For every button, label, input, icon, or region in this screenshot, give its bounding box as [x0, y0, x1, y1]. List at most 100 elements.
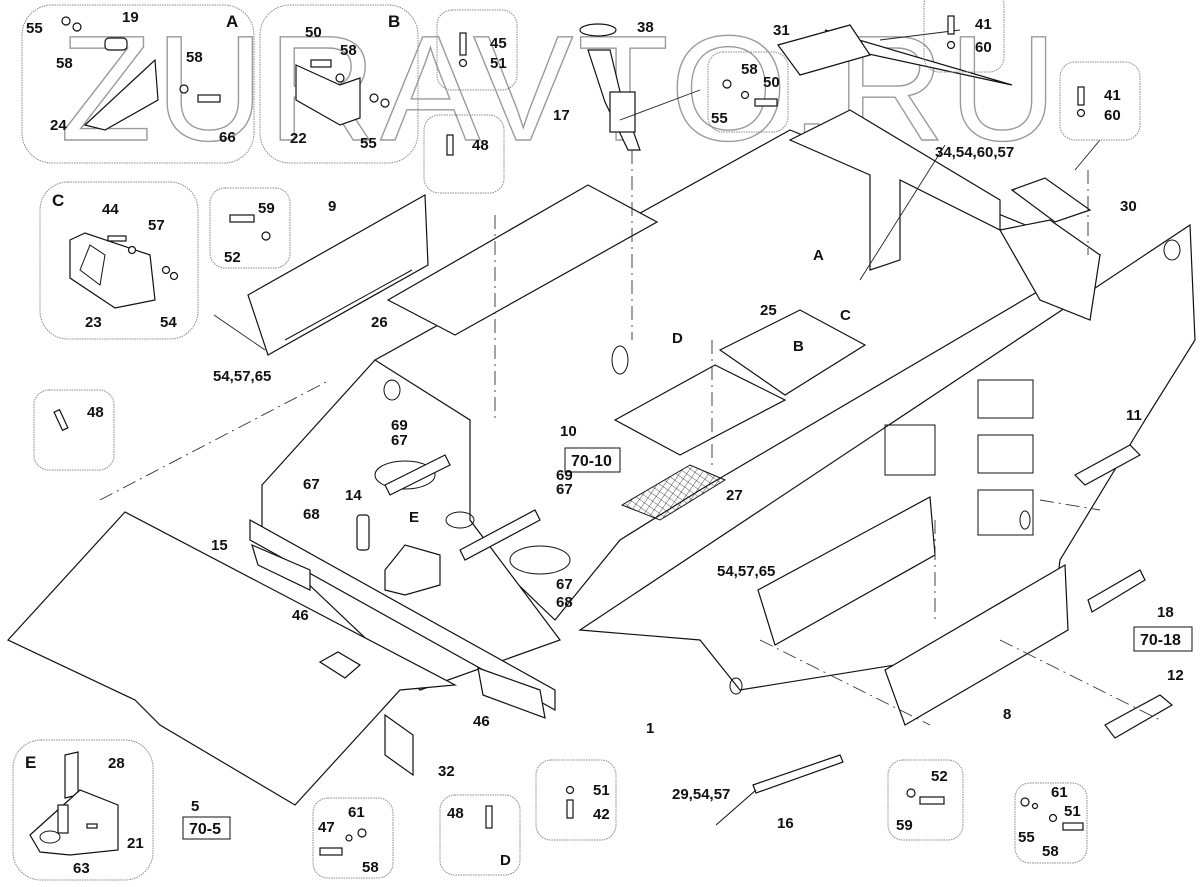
part-label: 46 [473, 713, 490, 730]
page-ref-label: 70-10 [571, 453, 612, 470]
bolt-52 [919, 796, 945, 805]
bolt-47 [319, 847, 343, 856]
washer-58 [1048, 813, 1058, 823]
page-ref-70-5[interactable]: 70-5 [182, 816, 231, 840]
part-label: 14 [345, 487, 362, 504]
side-opening [977, 379, 1034, 419]
bracket-24 [83, 58, 159, 131]
callout-frame [209, 187, 291, 269]
frame-hole [1019, 510, 1031, 530]
bolt-45 [459, 32, 467, 56]
floor-mat-5 [7, 511, 458, 806]
dash-line [1039, 499, 1101, 511]
part-label: 51 [593, 782, 610, 799]
floor-plate-25 [718, 309, 867, 396]
detail-view-b: B 50 58 22 55 [259, 4, 419, 164]
washer-61 [1031, 802, 1039, 810]
bracket-23 [69, 232, 156, 309]
bracket-22 [295, 64, 361, 126]
leader-line [619, 89, 701, 121]
detail-marker: C [840, 307, 851, 324]
callout-frame [21, 4, 255, 164]
side-opening [977, 489, 1034, 536]
clamp-38 [579, 23, 617, 37]
bolt-48 [53, 408, 69, 432]
part-label: 68 [303, 506, 320, 523]
washer-60 [1076, 108, 1086, 118]
detail-view-e: E 28 21 63 [12, 739, 154, 881]
bolt-48 [485, 805, 493, 829]
part-label: 34,54,60,57 [935, 144, 1014, 161]
step-11 [1074, 444, 1141, 486]
hardware-callout-47-61-58: 61 47 58 [312, 797, 394, 879]
part-label: 25 [760, 302, 777, 319]
page-ref-box [1133, 626, 1193, 652]
part-label: 29,54,57 [672, 786, 730, 803]
leader-line [859, 144, 946, 281]
leader-line [213, 314, 266, 351]
bolt-66 [197, 94, 221, 103]
bolt-50 [310, 59, 332, 68]
floor-plate-10 [613, 364, 787, 456]
frame-tower [788, 109, 1001, 271]
main-frame [249, 109, 1196, 719]
leader-line [1074, 139, 1101, 171]
washer-61 [345, 834, 353, 842]
bracket-15 [251, 543, 311, 591]
loose-panels [7, 23, 1174, 826]
rod-16 [752, 754, 844, 794]
pin-21 [86, 823, 98, 829]
page-ref-70-10[interactable]: 70-10 [564, 447, 621, 473]
hardware-callout-45-51: 45 51 [436, 9, 518, 91]
frame-hole [611, 345, 629, 375]
detail-letter: A [226, 12, 238, 31]
part-label: 48 [447, 805, 464, 822]
dash-line [999, 639, 1161, 721]
washer-57 [161, 265, 171, 275]
detail-view-c: C 44 57 23 54 [39, 181, 199, 340]
dash-line [759, 639, 931, 726]
part-label: 38 [637, 19, 654, 36]
callout-frame [12, 739, 154, 881]
frame-crossbar [384, 454, 451, 496]
part-label: 57 [148, 217, 165, 234]
part-label: 28 [108, 755, 125, 772]
callout-frame [923, 0, 1005, 73]
frame-flange-hole [509, 545, 571, 575]
part-label: 55 [360, 135, 377, 152]
washer-58 [740, 90, 750, 100]
part-label: 47 [318, 819, 335, 836]
washer-59 [906, 788, 916, 798]
side-opening [884, 424, 936, 476]
bolt-44 [107, 235, 127, 242]
frame-front-bumper [249, 518, 556, 712]
page-ref-70-18[interactable]: 70-18 [1133, 626, 1193, 652]
deflector-32 [384, 713, 414, 777]
callout-frame [312, 797, 394, 879]
hardware-callout-41-60-top: 41 60 [923, 0, 1005, 73]
washer-58 [357, 828, 367, 838]
small-plate [318, 651, 362, 679]
callout-frame [436, 9, 518, 91]
hardware-callout-55-58-50: 58 50 55 [707, 51, 789, 133]
part-label: 48 [472, 137, 489, 154]
part-label: 41 [975, 16, 992, 33]
washer-51 [565, 785, 575, 795]
part-label: 15 [211, 537, 228, 554]
callout-frame [33, 389, 115, 471]
part-label: 11 [1126, 407, 1142, 424]
callout-frame [1014, 782, 1088, 864]
part-label: 58 [362, 859, 379, 876]
part-label: 52 [931, 768, 948, 785]
detail-letter: E [25, 753, 36, 772]
part-label: 69 [391, 417, 408, 434]
part-label: 41 [1104, 87, 1121, 104]
detail-view-d: 48 D [439, 794, 521, 876]
part-label: 8 [1003, 706, 1011, 723]
hardware-callout-51-42: 51 42 [535, 759, 617, 841]
part-label: 67 [556, 576, 573, 593]
part-label: 16 [777, 815, 794, 832]
frame-hole [1163, 239, 1181, 261]
washer-60 [946, 40, 956, 50]
